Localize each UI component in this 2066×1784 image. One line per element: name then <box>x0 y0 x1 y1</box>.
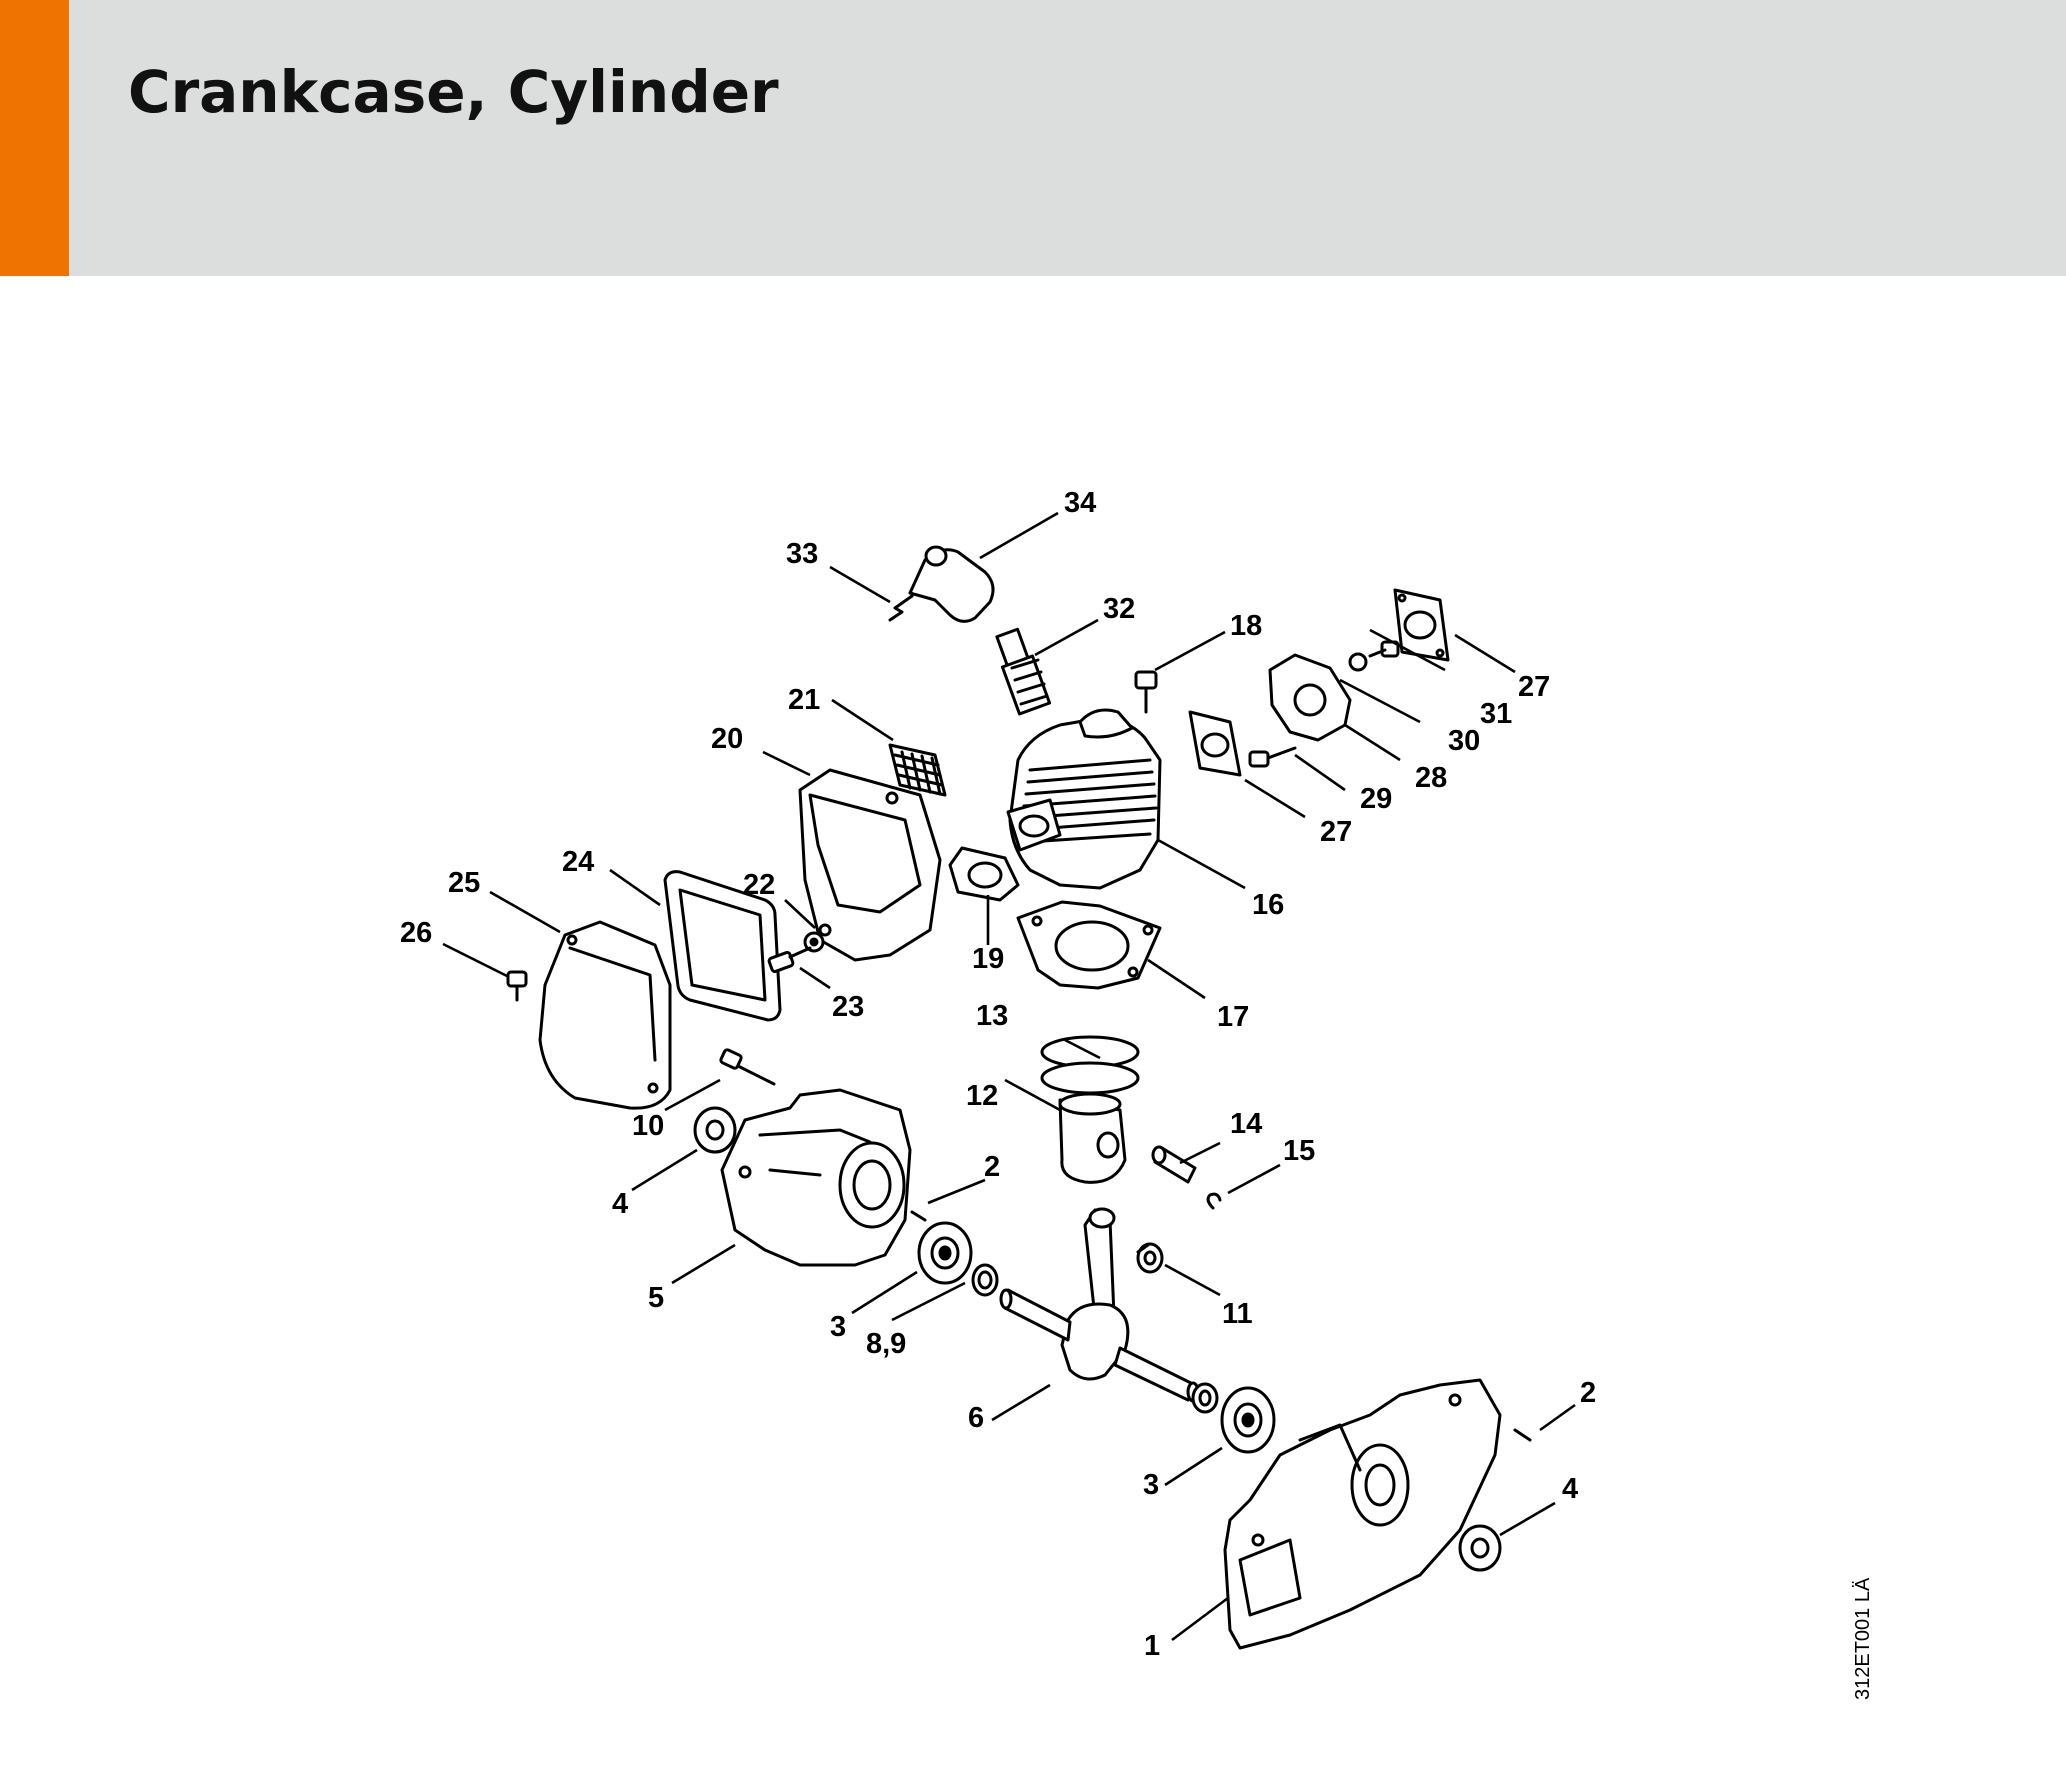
part-gasket-24 <box>663 870 782 1022</box>
callout-32: 32 <box>1103 593 1135 625</box>
callout-6: 6 <box>968 1402 984 1434</box>
callout-28: 28 <box>1415 762 1447 794</box>
callout-3-right: 3 <box>1143 1469 1159 1501</box>
part-shim-right <box>1191 1382 1219 1414</box>
callout-30: 30 <box>1448 725 1480 757</box>
part-screen-21 <box>888 743 947 797</box>
callout-2-left: 2 <box>984 1151 1000 1183</box>
callout-15: 15 <box>1283 1135 1315 1167</box>
brand-accent-bar <box>0 0 69 276</box>
part-oil-seal-4-left <box>693 1106 737 1154</box>
callout-24: 24 <box>562 846 594 878</box>
callout-27-lower: 27 <box>1320 816 1352 848</box>
part-crankcase-half-1 <box>1223 1378 1502 1650</box>
callout-12: 12 <box>966 1080 998 1112</box>
part-pin-2-right <box>1513 1428 1532 1442</box>
part-pin-2-left <box>910 1210 927 1222</box>
callout-34: 34 <box>1064 487 1096 519</box>
part-oil-seal-4-right <box>1458 1524 1502 1572</box>
part-intake-gasket-27-upper <box>1393 588 1450 662</box>
callout-22: 22 <box>743 869 775 901</box>
part-screw-29 <box>1248 746 1297 768</box>
callout-25: 25 <box>448 867 480 899</box>
leader-lines <box>442 511 1576 1642</box>
callout-13: 13 <box>976 1000 1008 1032</box>
part-intake-gasket-27-lower <box>1188 710 1242 777</box>
callout-33: 33 <box>786 538 818 570</box>
part-piston-pin <box>1151 1145 1197 1184</box>
callout-5: 5 <box>648 1282 664 1314</box>
callout-26: 26 <box>400 917 432 949</box>
callout-8-9: 8,9 <box>866 1328 906 1360</box>
part-flange-28 <box>1268 653 1352 742</box>
part-crankcase-half-5 <box>720 1088 912 1267</box>
callout-29: 29 <box>1360 783 1392 815</box>
callout-31: 31 <box>1480 698 1512 730</box>
part-piston-rings <box>1040 1035 1140 1095</box>
part-cylinder <box>1006 708 1162 890</box>
callout-21: 21 <box>788 684 820 716</box>
part-exhaust-gasket-19 <box>948 846 1020 902</box>
callout-4-left: 4 <box>612 1188 628 1220</box>
part-bearing-3-right <box>1220 1386 1276 1454</box>
callout-20: 20 <box>711 723 743 755</box>
part-washer-30 <box>1348 652 1368 672</box>
part-circlip <box>1206 1192 1222 1210</box>
callout-4-right: 4 <box>1562 1473 1578 1505</box>
callout-19: 19 <box>972 943 1004 975</box>
callout-10: 10 <box>632 1110 664 1142</box>
callout-labels: 33 34 32 18 30 31 27 28 29 27 16 17 19 2… <box>400 487 1596 1662</box>
part-needle-bearing <box>1136 1242 1164 1274</box>
page-title: Crankcase, Cylinder <box>128 58 779 126</box>
part-screw-18 <box>1134 670 1158 714</box>
part-piston <box>1058 1092 1127 1184</box>
part-spark-plug <box>995 627 1052 716</box>
part-cylinder-base-gasket <box>1016 900 1162 990</box>
part-muffler-cover <box>538 920 672 1110</box>
part-screw-10 <box>719 1048 776 1086</box>
callout-17: 17 <box>1217 1001 1249 1033</box>
callout-18: 18 <box>1230 610 1262 642</box>
callout-3-left: 3 <box>830 1311 846 1343</box>
callout-2-right: 2 <box>1580 1377 1596 1409</box>
callout-1: 1 <box>1144 1630 1160 1662</box>
callout-14: 14 <box>1230 1108 1262 1140</box>
part-bearing-3-left <box>917 1221 973 1285</box>
part-washer-22 <box>803 931 825 953</box>
part-screw-26 <box>506 970 528 1002</box>
part-shim-8-9 <box>971 1263 999 1297</box>
callout-23: 23 <box>832 991 864 1023</box>
part-heat-shield <box>798 768 942 962</box>
callout-27-upper: 27 <box>1518 671 1550 703</box>
callout-16: 16 <box>1252 889 1284 921</box>
part-crankshaft <box>999 1207 1200 1403</box>
callout-11: 11 <box>1222 1298 1253 1330</box>
drawing-reference-code: 312ET001 LÄ <box>1852 1577 1874 1700</box>
part-spark-plug-boot <box>888 545 995 623</box>
part-screw-23 <box>767 946 812 973</box>
header-band: Crankcase, Cylinder <box>0 0 2066 276</box>
